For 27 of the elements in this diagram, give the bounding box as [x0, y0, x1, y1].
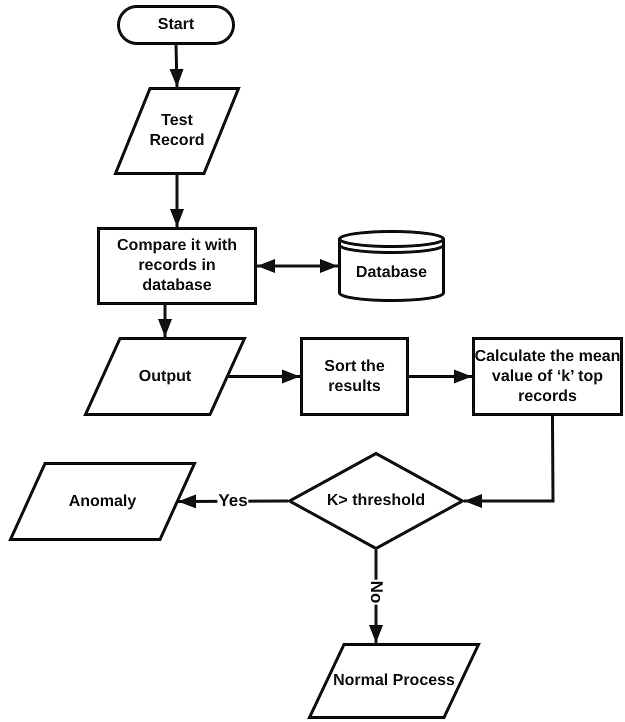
io-parallelogram	[114, 87, 240, 175]
node-label: Test Record	[148, 111, 206, 151]
node-label: Database	[356, 263, 428, 283]
io-parallelogram	[84, 337, 246, 416]
database-cylinder	[338, 230, 445, 302]
node-label: K> threshold	[326, 491, 426, 511]
decision-diamond	[288, 452, 464, 550]
arrow	[257, 259, 338, 273]
io-parallelogram	[9, 462, 196, 541]
arrow	[228, 370, 300, 384]
node-label: Output	[138, 366, 192, 386]
process-box	[300, 337, 409, 416]
node-label: Anomaly	[68, 492, 136, 512]
arrow	[170, 44, 184, 88]
arrow	[464, 416, 554, 508]
node-label: Calculate the mean value of ‘k’ top records	[474, 346, 621, 406]
io-parallelogram	[308, 643, 480, 719]
node-label: Normal Process	[333, 671, 455, 691]
node-label: Sort the results	[323, 356, 386, 396]
arrow	[158, 305, 172, 337]
process-box	[472, 337, 623, 416]
arrow	[409, 370, 472, 384]
terminal-shape	[117, 5, 235, 45]
node-label: Start	[158, 15, 194, 35]
arrow	[170, 175, 184, 227]
node-label: Compare it with records in database	[116, 236, 238, 296]
process-box	[97, 227, 257, 305]
